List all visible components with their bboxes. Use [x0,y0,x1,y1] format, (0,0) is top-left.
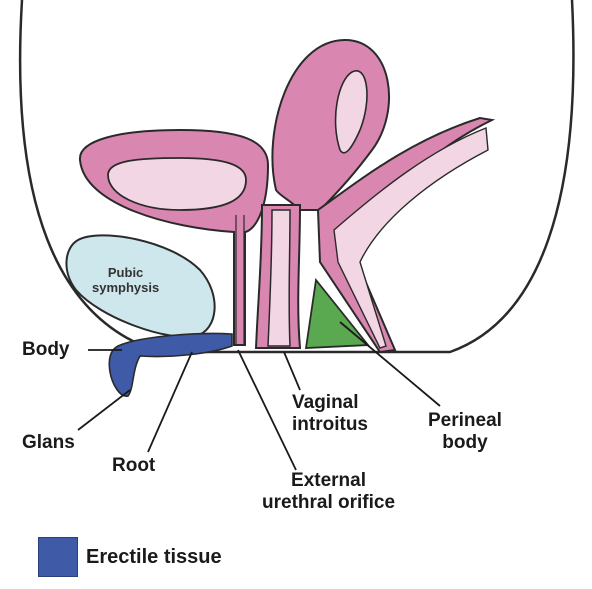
body-outline [18,0,575,354]
uterine-cavity [334,70,368,154]
leader-external-urethral-orifice [237,349,297,471]
rectum-lumen [333,127,489,349]
perineal-body-shape [304,277,370,349]
leader-root [147,351,193,453]
leader-vaginal-introitus [283,351,301,391]
label-pubic-symphysis-line2: symphysis [92,280,160,295]
label-external-urethral-orifice-line1: External [291,470,367,491]
label-perineal-body-line1: Perineal [428,410,502,431]
label-perineal-body: Perineal body [428,410,502,454]
leader-perineal-body [339,321,441,407]
urethra [235,215,245,346]
legend-swatch-erectile-tissue [38,537,78,577]
bladder-lumen [107,157,247,211]
label-pubic-symphysis-line1: Pubic [107,265,144,280]
label-vaginal-introitus: Vaginal introitus [292,392,368,436]
label-root: Root [112,455,156,476]
vaginal-canal [267,209,291,347]
label-vaginal-introitus-line2: introitus [292,414,368,435]
label-external-urethral-orifice-line2: urethral orifice [262,492,396,513]
label-external-urethral-orifice: External urethral orifice [262,470,395,514]
legend-label-erectile-tissue: Erectile tissue [86,546,222,568]
clitoris-erectile-tissue [108,332,233,397]
label-body: Body [22,339,70,360]
label-pubic-symphysis: Pubic symphysis [92,265,159,295]
label-vaginal-introitus-line1: Vaginal [292,392,359,413]
label-glans: Glans [22,432,75,453]
label-perineal-body-line2: body [442,432,488,453]
leader-glans [77,389,131,431]
